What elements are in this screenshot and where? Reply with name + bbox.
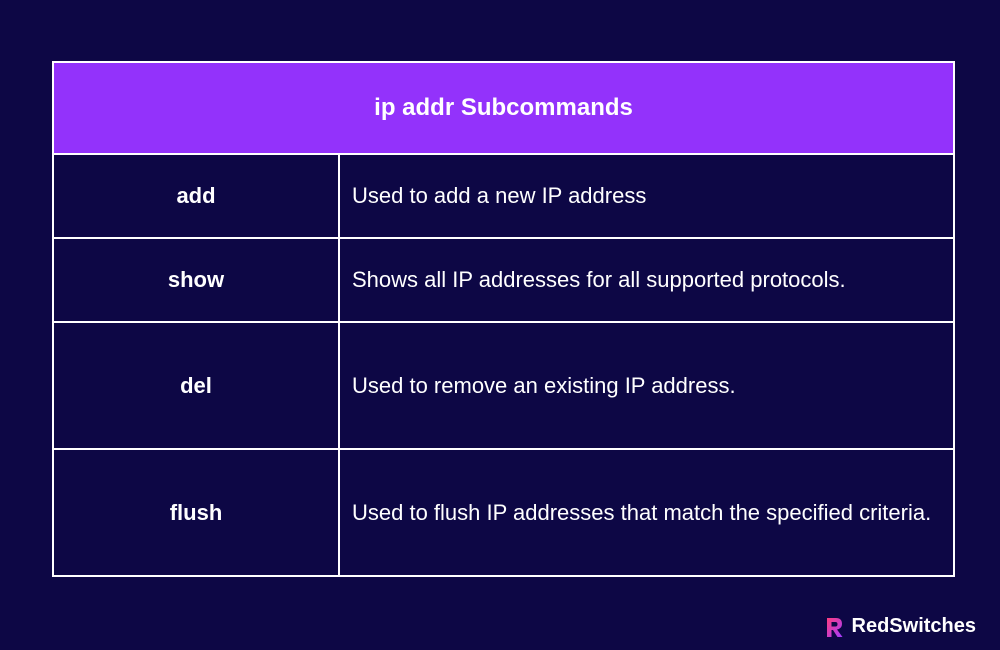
description-cell: Shows all IP addresses for all supported… bbox=[337, 237, 956, 323]
table-row: show Shows all IP addresses for all supp… bbox=[52, 237, 956, 323]
command-cell: flush bbox=[52, 448, 340, 577]
table-row: add Used to add a new IP address bbox=[52, 153, 956, 239]
table-title: ip addr Subcommands bbox=[51, 61, 956, 155]
subcommands-table: ip addr Subcommands add Used to add a ne… bbox=[51, 61, 956, 577]
table-row: flush Used to flush IP addresses that ma… bbox=[52, 448, 956, 577]
brand-logo-block: RedSwitches bbox=[825, 615, 976, 638]
command-cell: show bbox=[52, 237, 340, 323]
brand-name: RedSwitches bbox=[851, 615, 976, 637]
table-header-row: ip addr Subcommands bbox=[51, 61, 956, 155]
description-cell: Used to add a new IP address bbox=[337, 153, 956, 239]
redswitches-logo-icon bbox=[826, 617, 843, 637]
subcommands-table-container: ip addr Subcommands add Used to add a ne… bbox=[51, 61, 956, 577]
table-row: del Used to remove an existing IP addres… bbox=[52, 321, 956, 450]
description-cell: Used to flush IP addresses that match th… bbox=[337, 448, 956, 577]
description-cell: Used to remove an existing IP address. bbox=[337, 321, 956, 450]
command-cell: del bbox=[52, 321, 340, 450]
command-cell: add bbox=[52, 153, 340, 239]
